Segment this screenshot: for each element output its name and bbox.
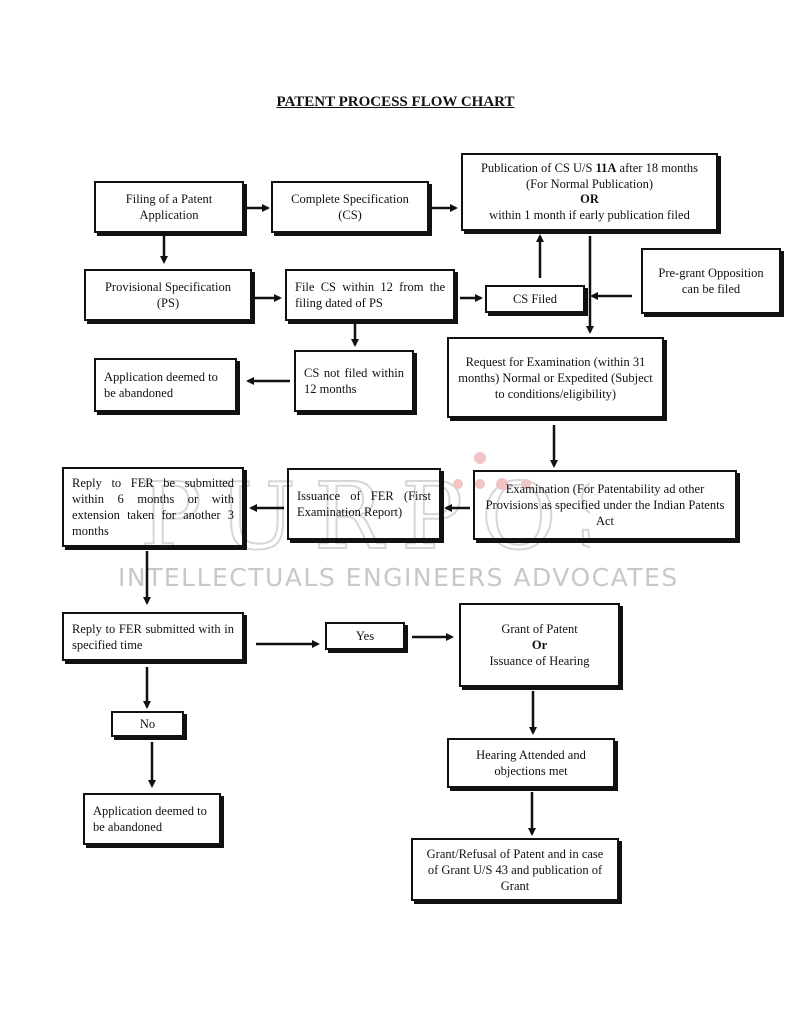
publication-early: within 1 month if early publication file… [489,208,690,222]
cs-filed-label: CS Filed [495,291,575,307]
reply-fer-box: Reply to FER be submitted within 6 month… [62,467,244,547]
issuance-fer-label: Issuance of FER (First Examination Repor… [297,488,431,520]
file-cs-label: File CS within 12 from the filing dated … [295,279,445,311]
no-box: No [111,711,184,737]
cs-filed-box: CS Filed [485,285,585,313]
reply-fer-label: Reply to FER be submitted within 6 month… [72,475,234,539]
abandoned-label-1: Application deemed to be abandoned [104,369,227,401]
examination-label: Examination (For Patentability ad other … [483,481,727,529]
cs-not-filed-label: CS not filed within 12 months [304,365,404,397]
page-title: PATENT PROCESS FLOW CHART [0,94,791,111]
abandoned-box-2: Application deemed to be abandoned [83,793,221,845]
no-label: No [121,716,174,732]
final-box: Grant/Refusal of Patent and in case of G… [411,838,619,901]
final-label: Grant/Refusal of Patent and in case of G… [421,846,609,894]
pre-grant-opposition-label: Pre-grant Opposition can be filed [651,265,771,297]
abandoned-label-2: Application deemed to be abandoned [93,803,211,835]
reply-submitted-label: Reply to FER submitted with in specified… [72,621,234,653]
grant-or: Or [532,638,547,652]
abandoned-box-1: Application deemed to be abandoned [94,358,237,412]
cs-not-filed-box: CS not filed within 12 months [294,350,414,412]
watermark-tagline: INTELLECTUALS ENGINEERS ADVOCATES [118,563,679,592]
complete-specification-label: Complete Specification (CS) [281,191,419,223]
provisional-specification-box: Provisional Specification (PS) [84,269,252,321]
examination-box: Examination (For Patentability ad other … [473,470,737,540]
grant-or-hearing-text: Grant of Patent Or Issuance of Hearing [469,621,610,669]
filing-box: Filing of a Patent Application [94,181,244,233]
hearing-label: Hearing Attended and objections met [457,747,605,779]
reply-submitted-box: Reply to FER submitted with in specified… [62,612,244,661]
provisional-specification-label: Provisional Specification (PS) [94,279,242,311]
yes-label: Yes [335,628,395,644]
request-examination-box: Request for Examination (within 31 month… [447,337,664,418]
issuance-fer-box: Issuance of FER (First Examination Repor… [287,468,441,540]
yes-box: Yes [325,622,405,650]
hearing-box: Hearing Attended and objections met [447,738,615,788]
filing-label: Filing of a Patent Application [104,191,234,223]
complete-specification-box: Complete Specification (CS) [271,181,429,233]
pre-grant-opposition-box: Pre-grant Opposition can be filed [641,248,781,314]
file-cs-box: File CS within 12 from the filing dated … [285,269,455,321]
publication-or: OR [580,192,599,206]
publication-box: Publication of CS U/S 11A after 18 month… [461,153,718,231]
grant-or-hearing-box: Grant of Patent Or Issuance of Hearing [459,603,620,687]
publication-text: Publication of CS U/S 11A after 18 month… [471,161,708,223]
request-examination-label: Request for Examination (within 31 month… [457,354,654,402]
